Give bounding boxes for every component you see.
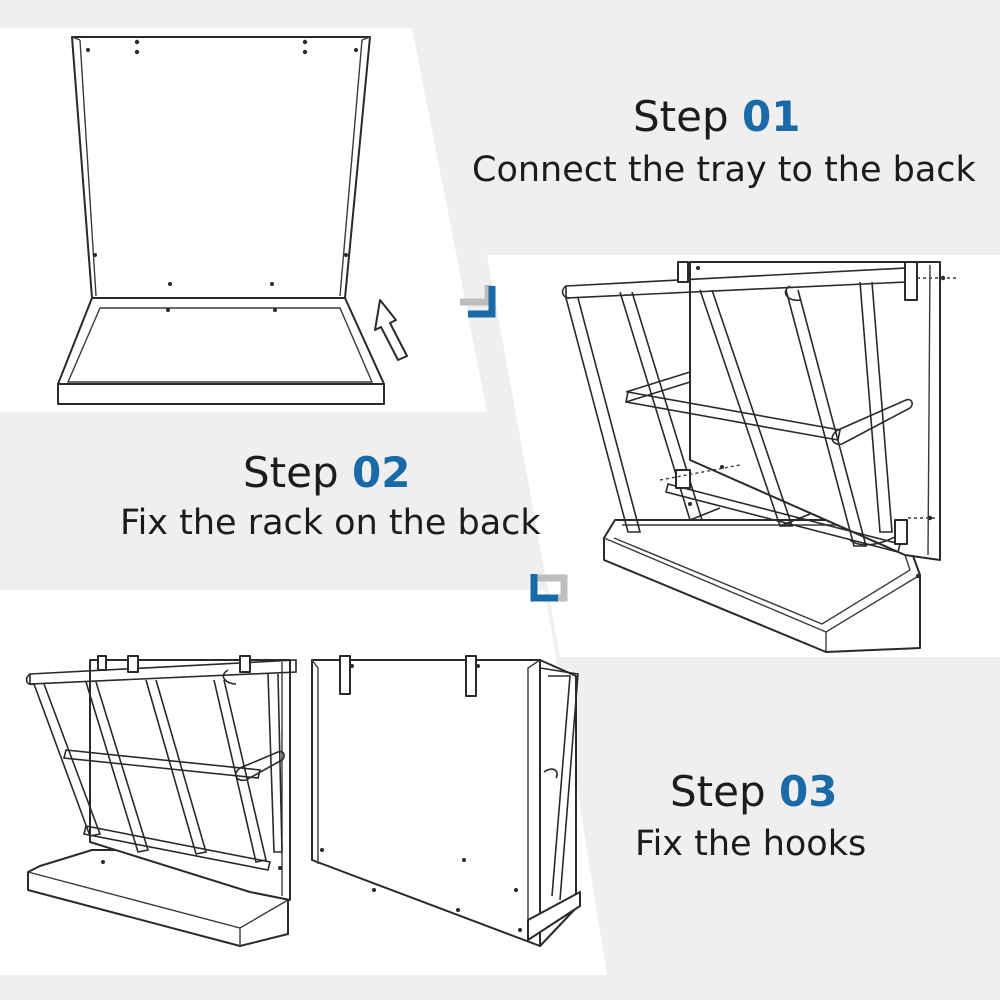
step1-title: Step 01 (633, 92, 800, 141)
step2-number: 02 (352, 448, 411, 497)
step3-label: Step (670, 767, 766, 816)
arrow-step2-to-step3 (530, 574, 568, 602)
step3-title: Step 03 (670, 767, 837, 816)
step1-label: Step (633, 92, 729, 141)
step3-number: 03 (779, 767, 838, 816)
step2-label: Step (243, 448, 339, 497)
step2-description: Fix the rack on the back (120, 503, 541, 543)
arrow-step1-to-step2 (460, 285, 496, 318)
step1-number: 01 (742, 92, 801, 141)
step3-description: Fix the hooks (635, 824, 867, 864)
step1-description: Connect the tray to the back (472, 150, 976, 190)
step2-title: Step 02 (243, 448, 410, 497)
